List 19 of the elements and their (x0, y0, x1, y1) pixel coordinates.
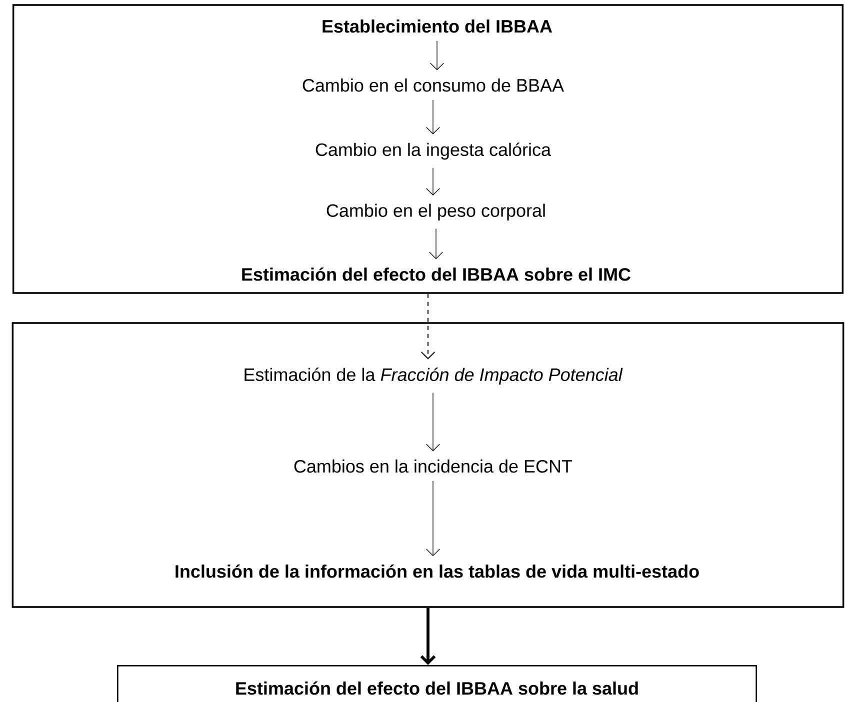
step-text: Cambios en la incidencia de ECNT (294, 460, 572, 473)
stage-box (12, 4, 844, 294)
arrow (430, 40, 444, 70)
arrow (426, 168, 440, 196)
step-text: Establecimiento del IBBAA (322, 20, 552, 33)
step-text: Cambio en el peso corporal (326, 204, 545, 221)
step-text: Cambio en el consumo de BBAA (302, 78, 564, 92)
arrow (426, 100, 440, 134)
arrow (420, 608, 436, 665)
step-text: Inclusión de la información en las tablas de vida multi-estado (176, 564, 699, 578)
step-text: Estimación del efecto del IBBAA sobre el IMC (242, 267, 631, 281)
step-text: Estimación de la Fracción de Impacto Potencial (244, 368, 623, 385)
step-text: Cambio en la ingesta calórica (316, 142, 552, 160)
result-box: Estimación del efecto del IBBAA sobre la salud (117, 665, 757, 702)
arrow (429, 228, 443, 260)
arrow (426, 480, 440, 556)
stage-box (12, 322, 844, 608)
arrow (420, 294, 436, 360)
arrow (426, 392, 440, 452)
